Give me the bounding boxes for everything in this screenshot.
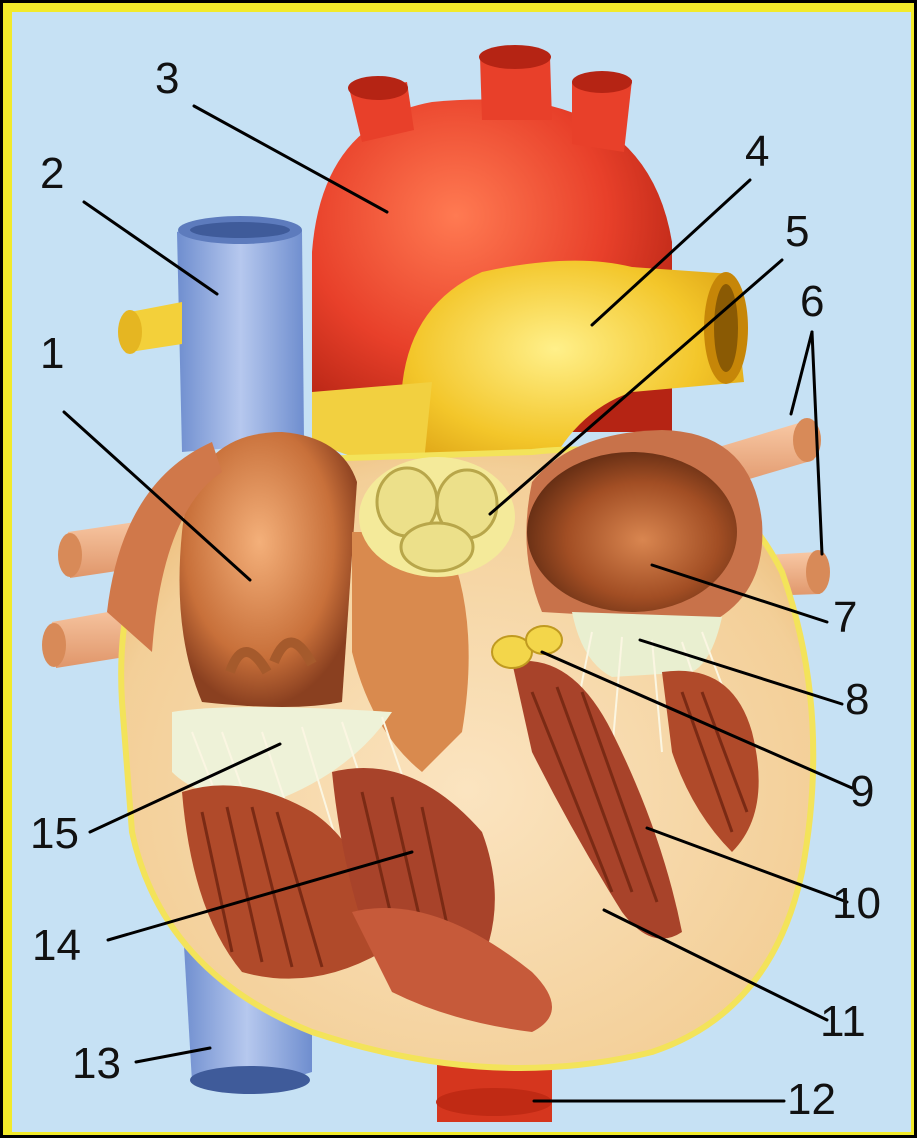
label-6: 6 [800, 280, 824, 324]
label-3: 3 [155, 57, 179, 101]
label-4: 4 [745, 130, 769, 174]
label-2: 2 [40, 152, 64, 196]
label-1: 1 [40, 332, 64, 376]
superior-vena-cava [177, 225, 304, 452]
diagram-panel: 1 2 3 4 5 6 7 8 9 10 11 12 13 14 15 [12, 12, 911, 1132]
label-13: 13 [72, 1042, 121, 1086]
label-7: 7 [833, 596, 857, 640]
label-9: 9 [850, 770, 874, 814]
label-5: 5 [785, 210, 809, 254]
pulmonary-valve [359, 457, 515, 577]
heart-illustration [12, 12, 911, 1132]
label-8: 8 [845, 678, 869, 722]
label-14: 14 [32, 924, 81, 968]
label-12: 12 [787, 1078, 836, 1122]
label-10: 10 [832, 882, 881, 926]
label-11: 11 [820, 1000, 866, 1044]
label-15: 15 [30, 812, 79, 856]
